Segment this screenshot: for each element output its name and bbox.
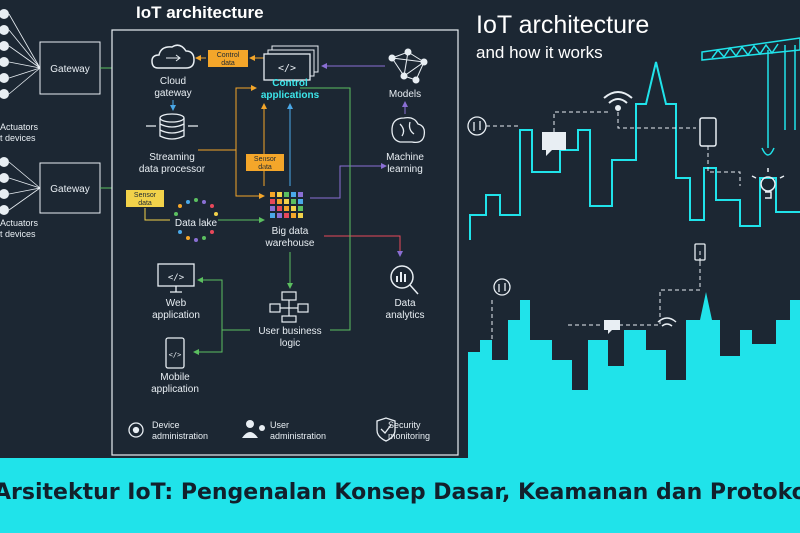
data-lake-label: Data lake [175,218,218,229]
network-model-icon [388,48,428,84]
gateway-label-1: Gateway [50,64,89,75]
big-data-label-2: warehouse [265,238,315,249]
big-data-grid [270,192,303,218]
brain-icon [391,116,426,144]
control-data-tag-line1: Control [217,52,240,59]
cloud-gateway-label-1: Cloud [160,76,186,87]
lower-wifi-icon [657,317,677,327]
logic-flow-icon [269,291,309,323]
cloud-icon [151,44,195,69]
control-applications-label-1: Control [272,78,308,89]
banner-title: Arsitektur IoT: Pengenalan Konsep Dasar,… [0,480,800,505]
diagram-title: IoT architecture [136,3,264,22]
user-admin-label-1: User [270,420,289,430]
web-application-label-1: Web [166,298,187,309]
device-admin-label-1: Device [152,420,180,430]
mobile-application-label-2: application [151,384,199,395]
shield-icon [376,417,396,442]
light-bulb-icon [751,168,785,199]
stream-to-control-arrow [235,85,257,150]
monitor-icon: </> [157,263,195,293]
user-logic-label-1: User business [258,326,321,337]
sensor-data-tag-2-line1: Sensor [134,192,157,199]
analytics-icon [390,265,419,295]
machine-learning-label-1: Machine [386,152,424,163]
data-analytics-label-2: analytics [386,310,425,321]
mobile-application-label-1: Mobile [160,372,190,383]
sensor-data-tag-2 [126,190,164,207]
device-nodes [0,9,41,215]
actuators-label-2: Actuators [0,218,39,228]
lower-phone-icon [694,243,706,261]
cloud-gateway-label-2: gateway [154,88,191,99]
svg-text:</>: </> [168,273,185,283]
cyan-skyline [468,292,800,460]
code-window-icon: </> [263,45,319,81]
streaming-label-2: data processor [139,164,206,175]
control-applications-label-2: applications [261,90,320,101]
control-data-tag-line2: data [221,60,235,67]
logic-to-web-arrow [197,277,250,331]
stream-to-warehouse-arrow [198,149,265,199]
actuators-label-1: Actuators [0,122,39,132]
data-lake-dots [174,198,218,242]
skyline-outline [469,61,800,240]
device-admin-icon [128,422,144,438]
chat-bubble-icon [542,132,566,156]
user-logic-label-2: logic [280,338,301,349]
control-data-tag [208,50,248,67]
wifi-icon [603,91,633,111]
title-banner: Arsitektur IoT: Pengenalan Konsep Dasar,… [0,458,800,533]
models-label: Models [389,89,421,100]
machine-learning-label-2: learning [387,164,423,175]
devices-label-2: t devices [0,229,36,239]
streaming-label-1: Streaming [149,152,195,163]
user-admin-label-2: administration [270,431,326,441]
lower-chat-icon [604,320,620,334]
sensor-to-lake-line [144,208,170,221]
lower-sync-icon [493,278,511,296]
web-application-label-2: application [152,310,200,321]
warehouse-to-analytics-arrow [324,235,403,257]
logic-to-mobile-arrow [193,330,223,355]
hero-title: IoT architecture [476,11,649,39]
dashed-link-2 [553,111,610,132]
mobile-icon: </> [165,337,185,369]
big-data-label-1: Big data [272,226,309,237]
lower-dashed-links [491,250,701,340]
dashed-link-3 [617,112,696,129]
sensor-data-tag-1-line2: data [258,164,272,171]
security-label-2: monitoring [388,431,430,441]
user-admin-icon [242,420,265,438]
security-label-1: Security [388,420,421,430]
warehouse-to-ml-arrow [310,163,387,199]
crane [701,37,800,156]
sensor-data-tag-1-line1: Sensor [254,156,277,163]
sensor-data-tag-2-line2: data [138,200,152,207]
svg-text:</>: </> [169,351,182,359]
dashed-link-4 [707,146,741,186]
hero-subtitle: and how it works [476,43,603,62]
gateway-label-2: Gateway [50,184,89,195]
svg-text:</>: </> [278,63,296,74]
device-admin-label-2: administration [152,431,208,441]
database-icon [146,113,198,140]
control-to-logic-line [300,87,351,331]
devices-label-1: t devices [0,133,36,143]
data-analytics-label-1: Data [394,298,416,309]
sensor-data-tag-1 [246,154,284,171]
